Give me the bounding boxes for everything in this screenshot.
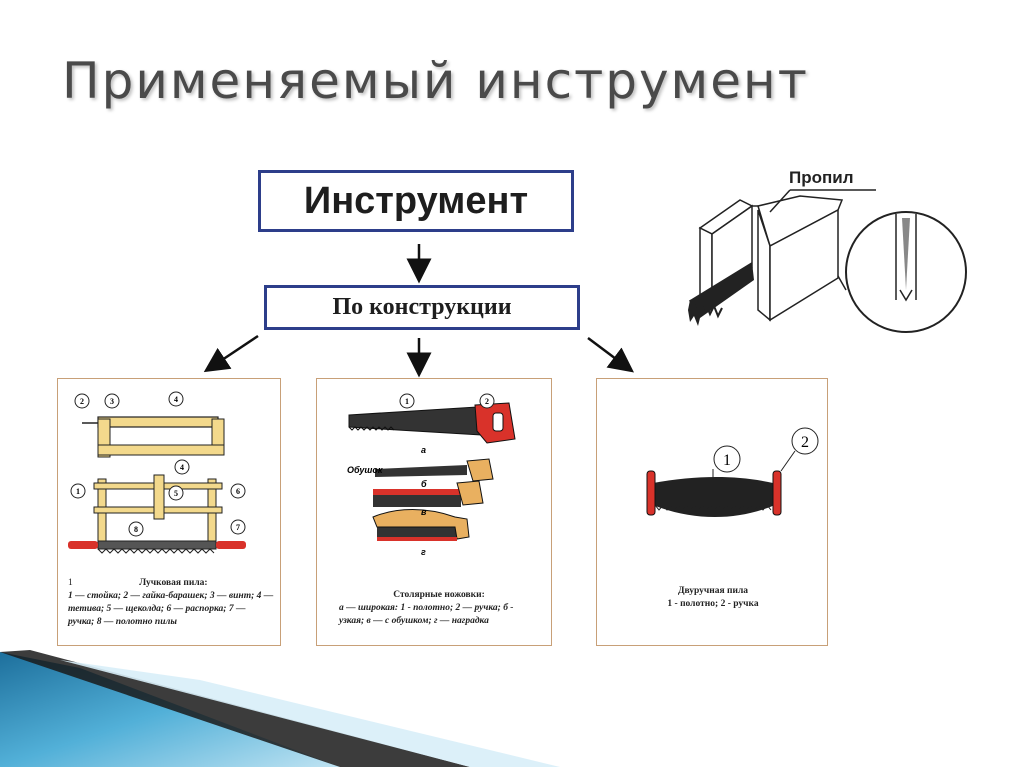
- bow-saw-caption-number: 1: [68, 578, 73, 588]
- handsaws-caption-body: а — широкая: 1 - полотно; 2 — ручка; б -…: [339, 603, 514, 626]
- bow-saw-num-5: 5: [174, 489, 178, 498]
- arrow-to-left-panel: [203, 334, 259, 373]
- bow-saw-num-4b: 4: [180, 463, 184, 472]
- two-man-saw-panel: 1 2 Двуручная пила 1 - полотно; 2 - ручк…: [596, 378, 828, 646]
- handsaws-caption-title: Столярные ножовки:: [393, 590, 485, 600]
- bow-saw-drawing: 2 3 4 4 1 5 6 8 7: [68, 391, 246, 554]
- two-man-saw-num-1: 1: [723, 452, 731, 469]
- bow-saw-num-8: 8: [134, 525, 138, 534]
- handsaws-drawing: 1 2 а б в г Обушок: [347, 393, 516, 557]
- handsaws-caption: Столярные ножовки: а — широкая: 1 - поло…: [339, 589, 539, 628]
- handsaw-letter-v: в: [421, 507, 427, 517]
- bow-saw-num-2: 2: [80, 397, 84, 406]
- root-node-box: Инструмент: [258, 170, 574, 232]
- handsaw-num-1: 1: [405, 397, 409, 406]
- handsaw-letter-b: б: [421, 479, 427, 489]
- handsaw-spine-label: Обушок: [347, 465, 383, 475]
- bow-saw-num-3: 3: [110, 397, 114, 406]
- kerf-label: Пропил: [789, 168, 854, 187]
- handsaw-letter-a: а: [421, 445, 426, 455]
- bow-saw-num-7: 7: [236, 523, 240, 532]
- slide-title: Применяемый инструмент: [62, 52, 809, 110]
- two-man-saw-drawing: 1 2: [646, 427, 819, 517]
- arrow-to-right-panel: [587, 337, 634, 373]
- bow-saw-num-1: 1: [76, 487, 80, 496]
- bow-saw-caption-title: Лучковая пила:: [139, 578, 208, 588]
- handsaw-num-2: 2: [485, 397, 489, 406]
- handsaws-panel: 1 2 а б в г Обушок Столярные ножовки: а …: [316, 378, 552, 646]
- two-man-saw-caption-title: Двуручная пила: [677, 586, 749, 596]
- construction-node-box: По конструкции: [264, 285, 580, 330]
- bow-saw-caption: 1 Лучковая пила: 1 — стойка; 2 — гайка-ба…: [68, 577, 274, 629]
- bow-saw-caption-body: 1 — стойка; 2 — гайка-барашек; 3 — винт;…: [68, 591, 274, 627]
- bow-saw-num-4a: 4: [174, 395, 178, 404]
- handsaw-letter-g: г: [421, 547, 426, 557]
- two-man-saw-caption-body: 1 - полотно; 2 - ручка: [667, 599, 759, 609]
- bow-saw-num-6: 6: [236, 487, 240, 496]
- two-man-saw-num-2: 2: [801, 434, 809, 451]
- two-man-saw-caption: Двуручная пила 1 - полотно; 2 - ручка: [617, 585, 809, 611]
